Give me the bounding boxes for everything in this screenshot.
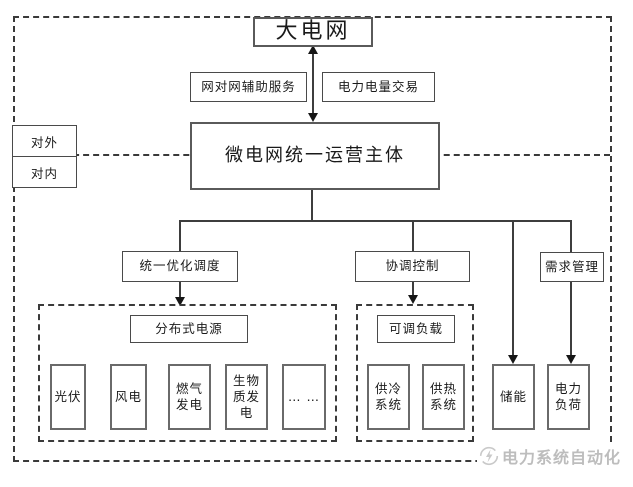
- arrow-up-icon: [308, 45, 318, 54]
- wind-box: 风电: [110, 364, 147, 430]
- arrow-down-icon: [566, 355, 576, 364]
- external-label: 对外: [13, 126, 76, 157]
- adjustable-load-label-box: 可调负载: [377, 315, 455, 343]
- distributed-power-label-box: 分布式电源: [130, 315, 248, 343]
- heating-system-box: 供热系统: [422, 364, 465, 430]
- energy-storage-box: 储能: [492, 364, 535, 430]
- unified-dispatch-box: 统一优化调度: [122, 251, 238, 282]
- arrow-down-icon: [408, 295, 418, 304]
- power-trade-box: 电力电量交易: [322, 72, 435, 102]
- coordinated-control-box: 协调控制: [355, 251, 470, 282]
- dispatch-drop-line: [179, 220, 181, 251]
- control-drop-line: [412, 220, 414, 251]
- branch-connector-line: [180, 220, 572, 222]
- big-grid-box: 大电网: [253, 17, 373, 47]
- distributed-power-group: [38, 304, 337, 442]
- demand-drop-line: [570, 220, 572, 253]
- storage-drop-line: [512, 220, 514, 356]
- adjustable-load-group: [356, 304, 474, 442]
- control-arrow-line: [412, 282, 414, 296]
- watermark-text: 电力系统自动化: [502, 448, 622, 467]
- external-internal-legend: 对外 对内: [12, 125, 77, 188]
- main-entity-box: 微电网统一运营主体: [190, 122, 440, 190]
- dispatch-arrow-line: [179, 282, 181, 298]
- ellipsis-box: … …: [282, 364, 326, 430]
- grid-entity-connector-line: [312, 47, 314, 120]
- biomass-generation-box: 生物质发电: [225, 364, 268, 430]
- demand-management-box: 需求管理: [540, 252, 604, 282]
- pv-box: 光伏: [50, 364, 86, 430]
- grid-aux-service-box: 网对网辅助服务: [190, 72, 307, 102]
- internal-label: 对内: [30, 165, 58, 181]
- arrow-down-icon: [175, 297, 185, 306]
- watermark: 电力系统自动化: [477, 443, 624, 469]
- gas-generation-box: 燃气发电: [168, 364, 211, 430]
- arrow-down-icon: [508, 355, 518, 364]
- arrow-down-icon: [308, 113, 318, 122]
- entity-drop-line: [311, 190, 313, 220]
- power-automation-logo-icon: [479, 446, 499, 466]
- demand-load-line: [570, 282, 572, 356]
- cooling-system-box: 供冷系统: [367, 364, 410, 430]
- power-load-box: 电力负荷: [547, 364, 590, 430]
